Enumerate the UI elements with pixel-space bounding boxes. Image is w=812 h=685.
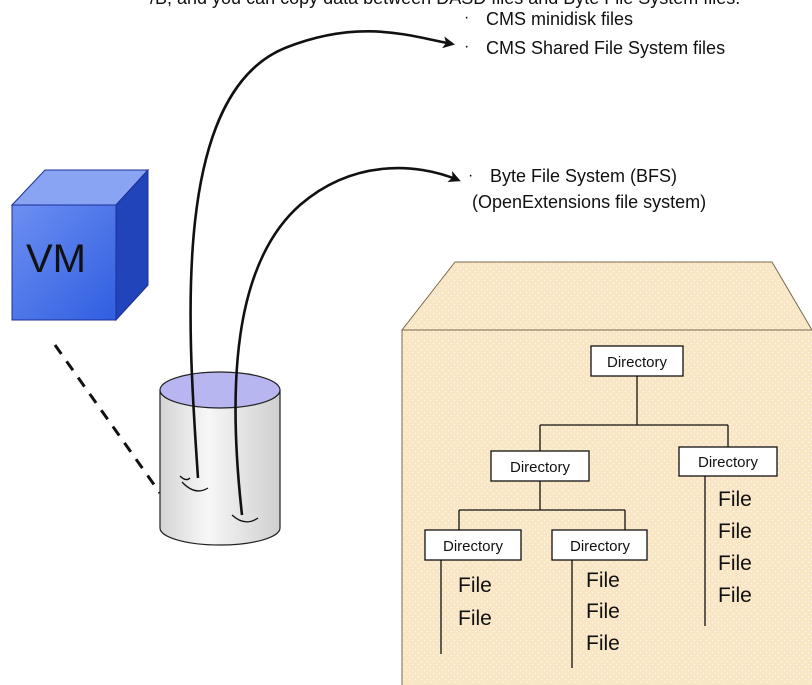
arrow-to-cms-files — [189, 30, 455, 479]
svg-text:Directory: Directory — [510, 459, 571, 476]
vm-label: VM — [26, 237, 86, 281]
openextensions-label: (OpenExtensions file system) — [472, 192, 706, 212]
bfs-folder — [400, 261, 812, 685]
svg-text:Directory: Directory — [607, 354, 668, 371]
cms-minidisk-label: CMS minidisk files — [486, 9, 633, 29]
dasd-cylinder-icon — [159, 371, 281, 546]
file-label: File — [458, 574, 492, 597]
file-label: File — [718, 488, 752, 511]
file-label: File — [458, 607, 492, 630]
directory-mid-right: Directory — [678, 446, 778, 477]
vm-to-disk-dashed-line — [53, 344, 162, 494]
clipped-top-text: /B, and you can copy data between DASD f… — [150, 0, 740, 8]
vm-cube: VM — [10, 168, 150, 322]
svg-text:Directory: Directory — [698, 454, 759, 471]
directory-mid-left: Directory — [490, 450, 590, 482]
directory-leaf-right: Directory — [551, 529, 648, 561]
file-label: File — [586, 600, 620, 623]
file-label: File — [586, 569, 620, 592]
cms-sfs-label: CMS Shared File System files — [486, 38, 725, 58]
file-label: File — [718, 520, 752, 543]
file-label: File — [718, 552, 752, 575]
svg-text:Directory: Directory — [570, 538, 631, 555]
bullet-icon: · — [464, 9, 469, 26]
directory-root: Directory — [590, 345, 684, 377]
file-label: File — [586, 632, 620, 655]
bullet-icon: · — [464, 38, 469, 55]
directory-leaf-left: Directory — [424, 529, 522, 561]
arrow-to-bfs — [234, 166, 461, 516]
bfs-label: Byte File System (BFS) — [490, 166, 677, 186]
file-label: File — [718, 584, 752, 607]
svg-text:Directory: Directory — [443, 538, 504, 555]
directory-tree-lines — [440, 376, 729, 668]
bullet-icon: · — [468, 167, 473, 184]
